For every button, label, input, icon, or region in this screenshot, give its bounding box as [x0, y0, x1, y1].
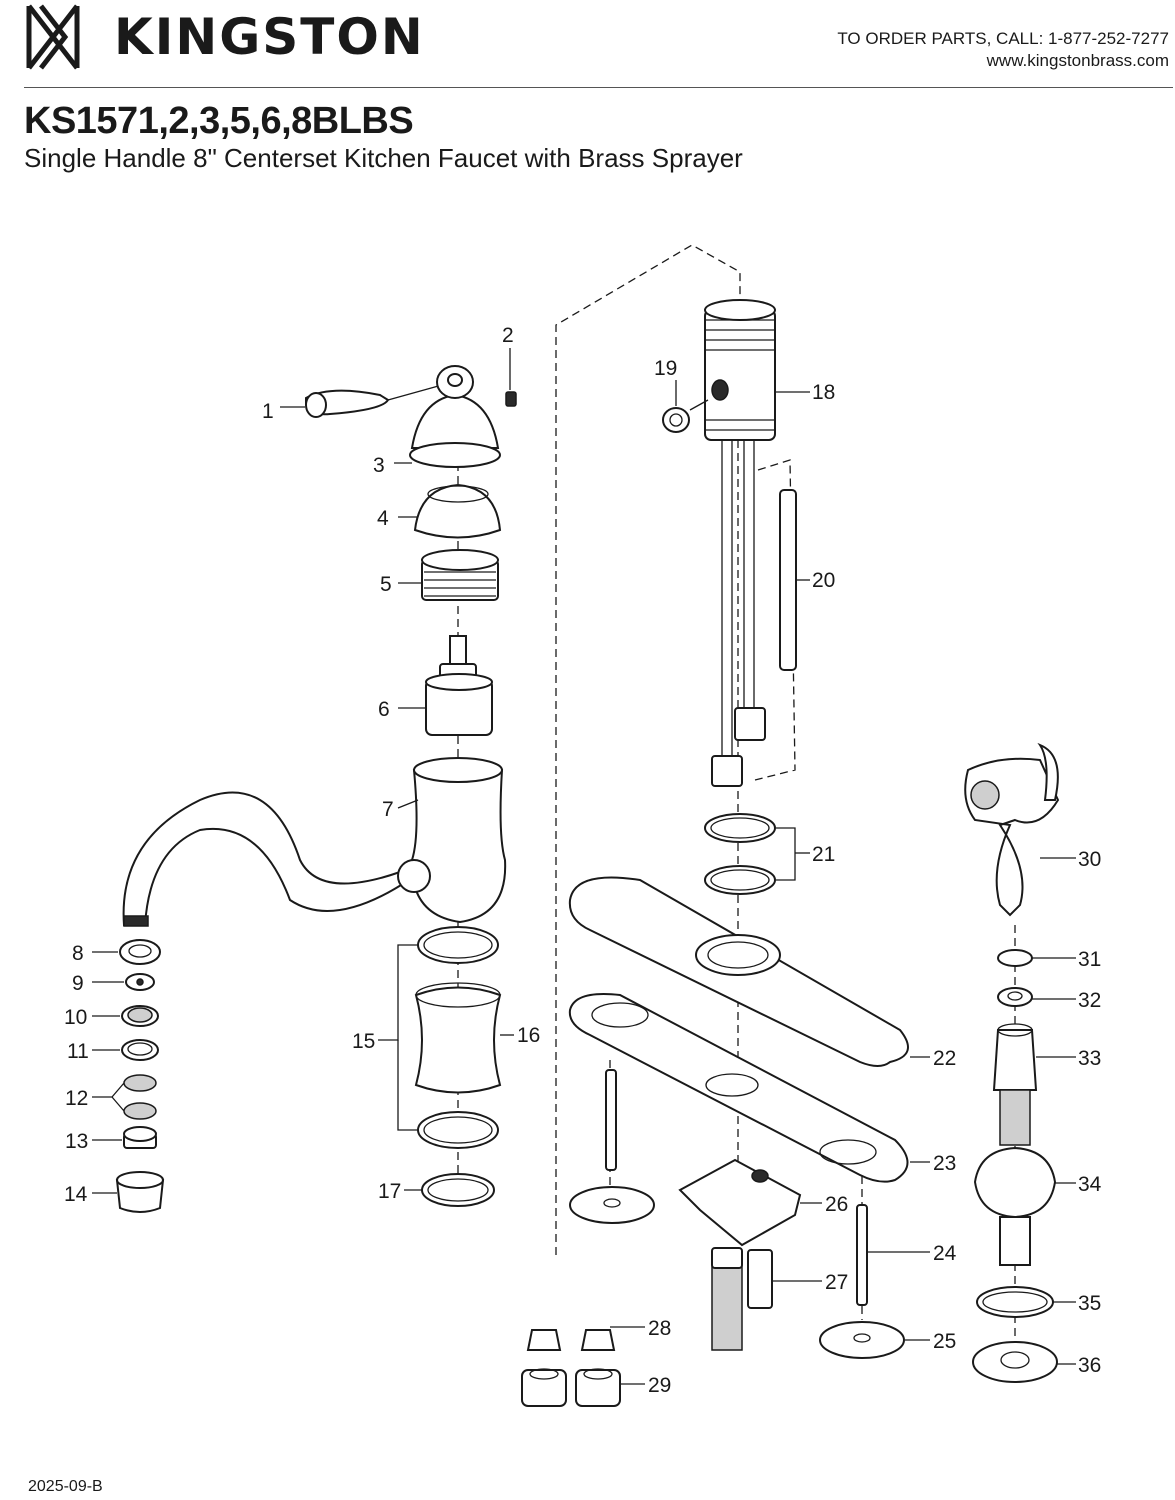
- callout-25: 25: [933, 1330, 956, 1353]
- part-18-shank: [704, 299, 776, 441]
- page-header: KINGSTON TO ORDER PARTS, CALL: 1-877-252…: [0, 0, 1175, 90]
- parts-24-25-threaded-stud-mount: [569, 1069, 905, 1359]
- callout-36: 36: [1078, 1354, 1101, 1377]
- callout-1: 1: [262, 400, 274, 423]
- contact-info: TO ORDER PARTS, CALL: 1-877-252-7277 www…: [837, 28, 1169, 72]
- parts-31-33-sprayer-fittings: [992, 949, 1038, 1146]
- callout-14: 14: [64, 1183, 88, 1206]
- part-19-plug-screw: [662, 407, 690, 433]
- callout-17: 17: [378, 1180, 401, 1203]
- parts-15-17-o-rings-sleeve: [414, 926, 502, 1207]
- callout-30: 30: [1078, 848, 1101, 871]
- parts-35-36-sprayer-mount: [972, 1286, 1058, 1383]
- part-4-dome-cap: [413, 483, 502, 539]
- part-27-hose-coupling: [711, 1247, 773, 1351]
- callout-6: 6: [378, 698, 390, 721]
- supply-tubes: [711, 440, 766, 787]
- aerator-parts-8-14: [115, 939, 165, 1213]
- callout-31: 31: [1078, 948, 1101, 971]
- callout-29: 29: [648, 1374, 671, 1397]
- revision-code: 2025-09-B: [28, 1478, 103, 1495]
- part-5-bonnet-nut: [421, 549, 499, 601]
- callout-28: 28: [648, 1317, 671, 1340]
- order-phone: TO ORDER PARTS, CALL: 1-877-252-7277: [837, 29, 1169, 48]
- callout-leader-lines: [92, 348, 1076, 1385]
- brand-name: KINGSTON: [114, 8, 425, 66]
- callout-33: 33: [1078, 1047, 1101, 1070]
- part-2-set-screw: [505, 391, 517, 407]
- model-number: KS1571,2,3,5,6,8BLBS: [24, 100, 414, 142]
- callout-21: 21: [812, 843, 835, 866]
- callout-23: 23: [933, 1152, 956, 1175]
- callout-16: 16: [517, 1024, 540, 1047]
- part-21-o-rings: [704, 813, 776, 895]
- product-description: Single Handle 8" Centerset Kitchen Fauce…: [24, 143, 743, 173]
- callout-3: 3: [373, 454, 385, 477]
- callout-26: 26: [825, 1193, 848, 1216]
- callout-11: 11: [67, 1040, 89, 1063]
- callout-12: 12: [65, 1087, 88, 1110]
- part-1-lever-handle: [305, 384, 443, 418]
- callout-15: 15: [352, 1030, 375, 1053]
- header-divider: [24, 87, 1173, 88]
- callout-7: 7: [382, 798, 394, 821]
- callout-24: 24: [933, 1242, 957, 1265]
- callout-13: 13: [65, 1130, 88, 1153]
- callout-5: 5: [380, 573, 392, 596]
- part-30-sprayer: [964, 742, 1060, 917]
- part-7-spout-body: [122, 757, 507, 927]
- parts-28-29-ferrules-nuts: [521, 1329, 621, 1407]
- callout-9: 9: [72, 972, 84, 995]
- kingston-logo-icon: [24, 4, 82, 75]
- callout-35: 35: [1078, 1292, 1101, 1315]
- part-34-sprayer-base: [973, 1146, 1057, 1266]
- callout-19: 19: [654, 357, 677, 380]
- part-22-deck-plate: [568, 876, 909, 1067]
- callout-10: 10: [64, 1006, 87, 1029]
- callout-2: 2: [502, 324, 514, 347]
- callout-8: 8: [72, 942, 84, 965]
- part-20-mounting-rod: [779, 489, 797, 671]
- callout-20: 20: [812, 569, 835, 592]
- part-3-handle-cap: [409, 365, 501, 468]
- callout-34: 34: [1078, 1173, 1102, 1196]
- callout-18: 18: [812, 381, 835, 404]
- callout-32: 32: [1078, 989, 1101, 1012]
- callout-4: 4: [377, 507, 389, 530]
- callout-22: 22: [933, 1047, 956, 1070]
- callout-numbers: 1 2 3 4 5 6 7 8 9 10 11 12 13 14 15 16 1…: [64, 324, 1102, 1397]
- part-6-cartridge: [425, 635, 493, 736]
- website-link[interactable]: www.kingstonbrass.com: [986, 51, 1169, 70]
- part-26-bracket: [678, 1158, 802, 1247]
- part-23-gasket: [568, 993, 909, 1183]
- callout-27: 27: [825, 1271, 848, 1294]
